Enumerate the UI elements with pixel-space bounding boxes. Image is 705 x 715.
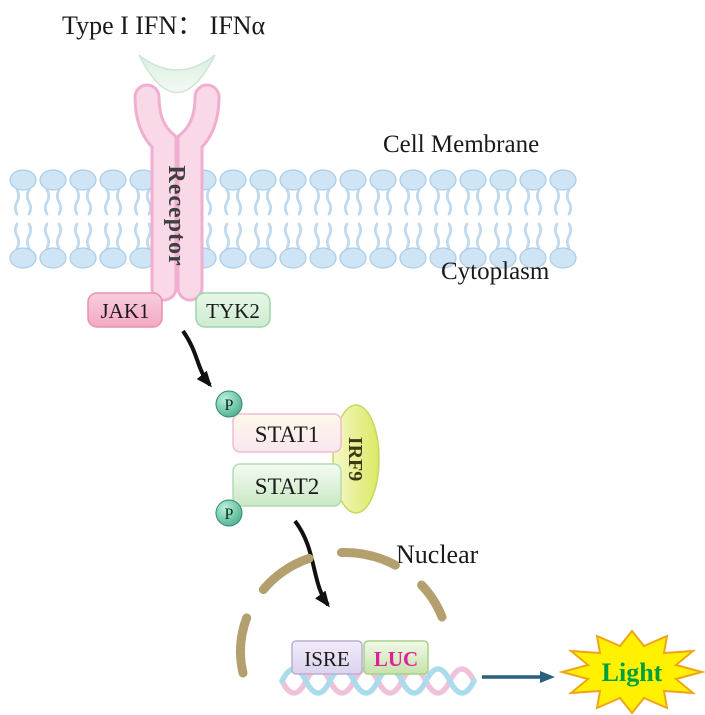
cell-membrane-label: Cell Membrane (383, 131, 539, 158)
receptor: Receptor (133, 83, 221, 302)
luc-label: LUC (374, 647, 418, 671)
tyk2-label: TYK2 (206, 299, 260, 323)
nuclear-membrane-arc (236, 547, 447, 678)
arrow-stat-to-nucleus (293, 519, 330, 608)
phospho-circle-stat2 (215, 499, 243, 527)
stat2-label: STAT2 (255, 474, 320, 499)
isre-label: ISRE (304, 647, 350, 671)
receptor-label: Receptor (163, 165, 189, 266)
stat1-box (232, 413, 342, 453)
tyk2-box (195, 292, 271, 328)
cell-membrane-bilayer (8, 168, 578, 270)
phospho-label-stat1: P (225, 397, 234, 414)
ifn-ligand-shape (138, 54, 216, 94)
receptor-chain-right (179, 86, 218, 299)
stat1-label: STAT1 (255, 422, 320, 447)
light-starburst (558, 629, 705, 715)
arrow-receptor-to-stat (181, 329, 212, 388)
dna-strand-blue (279, 666, 477, 696)
light-label: Light (602, 658, 663, 687)
isre-box (291, 640, 363, 675)
cytoplasm-label: Cytoplasm (441, 258, 550, 285)
stat2-box (232, 463, 342, 507)
phospho-circle-stat1 (215, 390, 243, 418)
nuclear-label: Nuclear (396, 540, 479, 569)
jak1-label: JAK1 (100, 299, 149, 323)
phospho-label-stat2: P (225, 506, 234, 523)
irf9-ellipse (332, 404, 380, 514)
irf9-label: IRF9 (344, 437, 366, 481)
luc-box (363, 640, 429, 675)
figure-title: Type I IFN： IFNα (62, 11, 266, 40)
jak1-box (87, 292, 163, 328)
receptor-chain-left (136, 86, 175, 299)
